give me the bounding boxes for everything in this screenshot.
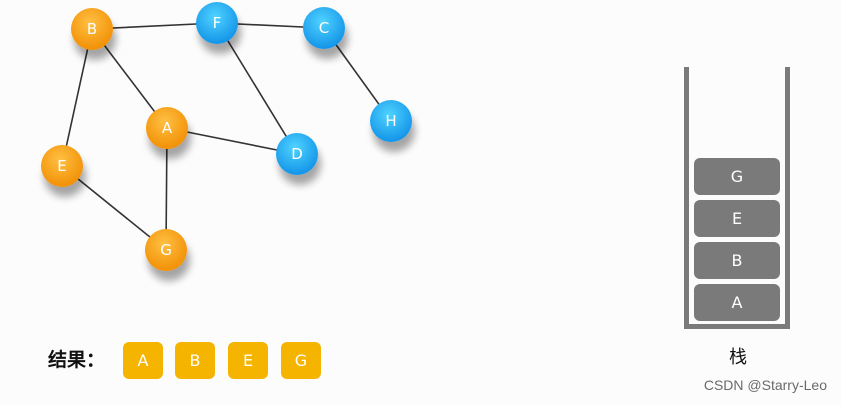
edge-a-d xyxy=(166,127,298,155)
node-c: C xyxy=(303,7,345,49)
edge-f-d xyxy=(216,22,298,155)
node-circle-f xyxy=(196,2,238,44)
result-item-2: B xyxy=(175,342,215,379)
stack-item-1: G xyxy=(694,158,780,195)
node-label-f: F xyxy=(213,14,222,32)
stack-right-wall xyxy=(785,67,790,329)
edges-layer xyxy=(61,22,392,251)
stack-left-wall xyxy=(684,67,689,329)
stack-item-3: B xyxy=(694,242,780,279)
node-label-g: G xyxy=(160,241,172,259)
node-b: B xyxy=(71,8,113,50)
stack-item-2: E xyxy=(694,200,780,237)
node-label-b: B xyxy=(87,20,97,38)
edge-b-e xyxy=(61,28,93,167)
node-a: A xyxy=(146,107,188,149)
watermark: CSDN @Starry-Leo xyxy=(703,377,827,393)
node-h: H xyxy=(370,100,412,142)
node-circle-g xyxy=(145,229,187,271)
nodes-layer: B F C A D H E G xyxy=(41,2,412,271)
node-label-e: E xyxy=(57,157,66,175)
result-item-1: A xyxy=(123,342,163,379)
node-circle-h xyxy=(370,100,412,142)
stack-bottom xyxy=(684,324,790,329)
node-d: D xyxy=(276,133,318,175)
node-g: G xyxy=(145,229,187,271)
stack-item-4: A xyxy=(694,284,780,321)
node-circle-e xyxy=(41,145,83,187)
node-e: E xyxy=(41,145,83,187)
node-label-c: C xyxy=(319,19,329,37)
stack-label: 栈 xyxy=(729,347,747,368)
edge-e-g xyxy=(61,165,167,251)
node-circle-d xyxy=(276,133,318,175)
result-item-4: G xyxy=(281,342,321,379)
node-circle-a xyxy=(146,107,188,149)
result-item-3: E xyxy=(228,342,268,379)
node-label-a: A xyxy=(162,119,173,137)
node-circle-c xyxy=(303,7,345,49)
result-label: 结果： xyxy=(48,349,106,371)
node-circle-b xyxy=(71,8,113,50)
node-label-d: D xyxy=(291,145,303,163)
node-f: F xyxy=(196,2,238,44)
node-label-h: H xyxy=(385,112,396,130)
